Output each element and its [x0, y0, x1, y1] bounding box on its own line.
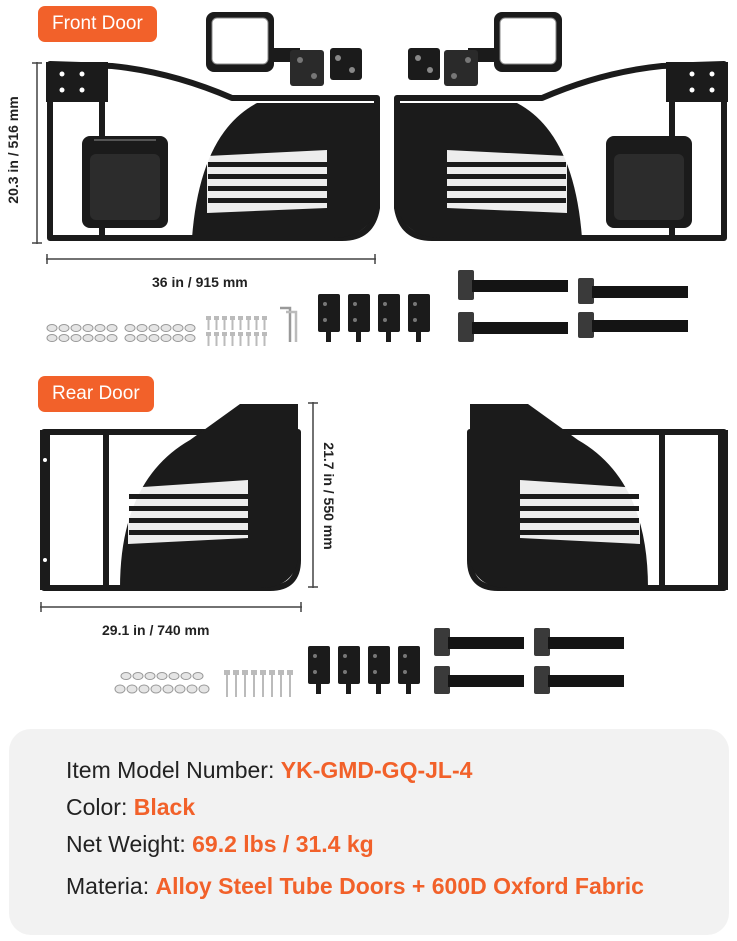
- rear-hinges: [308, 646, 420, 694]
- rear-right-door-image: [467, 404, 728, 591]
- spec-model-value: YK-GMD-GQ-JL-4: [280, 757, 473, 783]
- left-mirror-bracket: [330, 48, 362, 80]
- spec-material-value: Alloy Steel Tube Doors + 600D Oxford Fab…: [155, 873, 644, 899]
- rear-door-badge: Rear Door: [38, 376, 154, 412]
- front-width-dimension-line: [46, 254, 376, 264]
- rear-left-door-image: [40, 404, 301, 591]
- left-mirror-image: [206, 12, 324, 86]
- spec-material: Materia: Alloy Steel Tube Doors + 600D O…: [66, 873, 644, 900]
- rear-width-dimension-line: [40, 602, 302, 612]
- rear-height-dimension-line: [308, 402, 318, 588]
- front-washers: [46, 324, 196, 342]
- front-left-door-image: [46, 61, 380, 241]
- front-height-dimension-line: [32, 62, 42, 244]
- spec-model-label: Item Model Number:: [66, 757, 281, 783]
- spec-color: Color: Black: [66, 794, 195, 821]
- rear-bolts: [224, 670, 293, 697]
- rear-height-dimension: 21.7 in / 550 mm: [321, 442, 337, 550]
- spec-model: Item Model Number: YK-GMD-GQ-JL-4: [66, 757, 472, 784]
- front-right-door-image: [394, 61, 728, 241]
- spec-color-label: Color:: [66, 794, 134, 820]
- specs-card: [9, 729, 729, 935]
- rear-door-straps: [434, 628, 624, 694]
- front-door-straps: [458, 270, 688, 342]
- front-door-badge: Front Door: [38, 6, 157, 42]
- rear-width-dimension: 29.1 in / 740 mm: [102, 622, 210, 638]
- front-hex-keys: [280, 306, 298, 342]
- spec-weight-label: Net Weight:: [66, 831, 193, 857]
- spec-color-value: Black: [133, 794, 196, 820]
- spec-weight: Net Weight: 69.2 lbs / 31.4 kg: [66, 831, 374, 858]
- front-hinges: [318, 294, 430, 342]
- front-height-dimension: 20.3 in / 516 mm: [5, 96, 21, 204]
- right-mirror-bracket: [408, 48, 440, 80]
- spec-weight-value: 69.2 lbs / 31.4 kg: [192, 831, 374, 857]
- spec-material-label: Materia:: [66, 873, 156, 899]
- front-bolts: [206, 316, 267, 346]
- rear-washers: [114, 672, 210, 694]
- right-mirror-image: [444, 12, 562, 86]
- front-width-dimension: 36 in / 915 mm: [152, 274, 248, 290]
